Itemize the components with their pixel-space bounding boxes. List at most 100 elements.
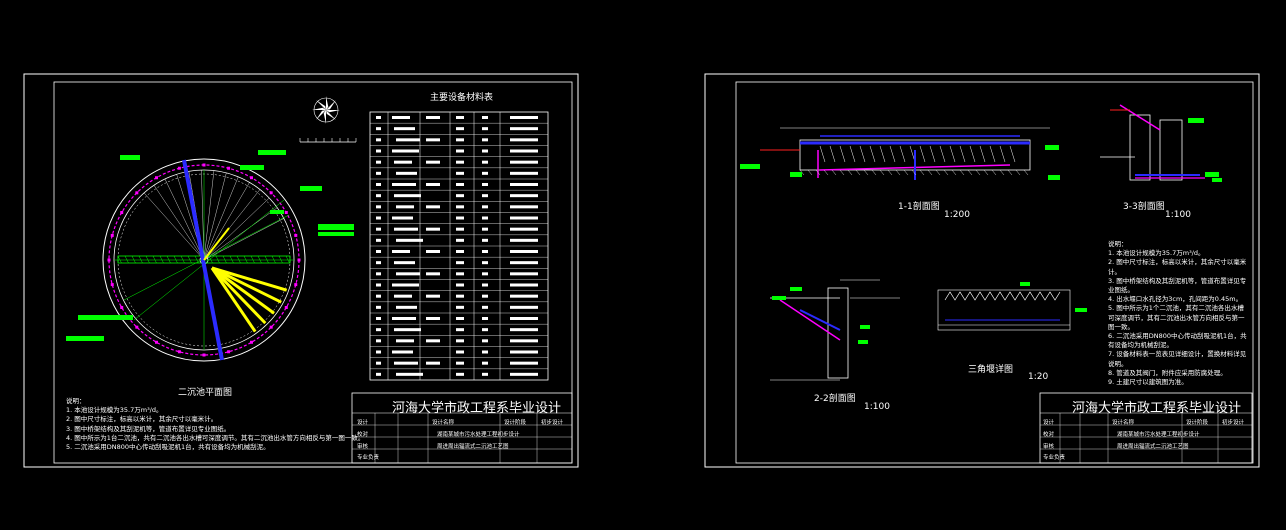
table-cell-text	[482, 171, 488, 175]
equipment-table-title: 主要设备材料表	[430, 93, 494, 103]
inlet-port	[177, 166, 181, 170]
dimension-tag	[860, 325, 870, 329]
table-cell-text	[510, 305, 538, 309]
radial-line	[203, 207, 278, 261]
table-cell-text	[426, 361, 440, 365]
table-cell-text	[482, 149, 488, 153]
dimension-tag	[78, 315, 133, 320]
note-item: 5. 二沉池采用DN800中心传动刮吸泥机1台，共有设备均为机械刮泥。	[66, 443, 270, 452]
plan-view-title: 二沉池平面图	[178, 388, 233, 398]
table-cell-text	[482, 294, 488, 298]
sheet2-notes: 说明： 1. 本池设计规模为35.7万m³/d。 2. 图中尺寸标注，标高以米计…	[1108, 240, 1248, 387]
table-cell-text	[394, 294, 412, 298]
table-cell-text	[456, 238, 464, 242]
truss-web	[257, 255, 262, 264]
table-cell-text	[376, 149, 381, 153]
inlet-port	[294, 233, 298, 237]
table-cell-text	[376, 227, 381, 231]
table-cell-text	[426, 272, 440, 276]
table-cell-text	[394, 261, 415, 265]
hatch	[951, 169, 957, 176]
note-item: 1. 本池设计规模为35.7万m³/d。	[66, 406, 163, 415]
hatch	[879, 169, 885, 176]
truss-web	[264, 255, 269, 264]
table-cell-text	[456, 305, 464, 309]
wind-rose-petal	[326, 110, 336, 120]
table-cell-text	[482, 261, 488, 265]
dimension-tag	[772, 296, 786, 300]
table-cell-text	[456, 328, 464, 332]
table-cell-text	[510, 171, 538, 175]
dimension-tag	[258, 150, 286, 155]
truss-web	[889, 145, 896, 163]
dimension-tag	[790, 172, 802, 177]
dimension-tag	[318, 232, 354, 236]
table-cell-text	[456, 127, 464, 131]
inlet-port	[155, 176, 158, 180]
truss-web	[929, 145, 936, 163]
section-3-3-wall	[1129, 114, 1151, 181]
hatch	[959, 169, 965, 176]
inlet-port	[269, 325, 273, 329]
table-cell-text	[482, 227, 488, 231]
table-cell-text	[456, 149, 464, 153]
scraper-arm	[210, 267, 257, 333]
table-cell-text	[396, 272, 420, 276]
table-cell-text	[394, 160, 412, 164]
inlet-port	[297, 258, 301, 262]
radial-line	[143, 192, 205, 261]
note-item: 4. 出水堰口水孔径为3cm，孔间距为0.45m。	[1108, 295, 1243, 304]
tb1-cell: 初步设计	[541, 420, 564, 426]
section-2-2-scale: 1:100	[864, 402, 890, 412]
table-cell-text	[510, 272, 538, 276]
truss-web	[899, 145, 906, 163]
dimension-tag	[1045, 145, 1059, 150]
truss-web	[839, 145, 846, 163]
table-cell-text	[510, 328, 538, 332]
table-cell-text	[376, 183, 381, 186]
truss-web	[138, 255, 143, 264]
table-cell-text	[376, 261, 381, 265]
hatch	[903, 169, 909, 176]
inlet-port	[120, 211, 124, 214]
truss-web	[849, 145, 856, 163]
dimension-tag	[270, 210, 284, 214]
table-cell-text	[510, 261, 538, 265]
section-3-3-title: 3-3剖面图	[1123, 202, 1165, 212]
dimension-tag	[1020, 282, 1030, 286]
inlet-port	[269, 191, 273, 195]
wind-rose-petal	[316, 110, 326, 120]
truss-web	[969, 145, 976, 163]
truss-web	[939, 145, 946, 163]
inlet-port	[202, 353, 206, 357]
radial-line	[203, 176, 239, 261]
table-cell-text	[376, 317, 381, 320]
truss-web	[989, 145, 996, 163]
table-cell-text	[426, 138, 440, 142]
table-cell-text	[510, 183, 538, 186]
table-cell-text	[392, 317, 416, 320]
scraper-arm	[203, 227, 230, 261]
table-cell-text	[510, 350, 538, 354]
dimension-tag	[1212, 178, 1222, 182]
dimension-tag	[740, 164, 760, 169]
truss-web	[869, 145, 876, 163]
table-cell-text	[456, 250, 464, 253]
radial-line	[203, 182, 250, 261]
section-2-2-title: 2-2剖面图	[814, 394, 856, 404]
hatch	[1015, 169, 1021, 176]
table-cell-text	[426, 227, 440, 231]
inlet-port	[294, 283, 298, 287]
tb1-row: 审核	[357, 444, 369, 450]
table-cell-text	[482, 328, 488, 332]
table-cell-text	[426, 317, 440, 320]
dimension-tag	[858, 340, 868, 344]
inlet-port	[120, 306, 124, 309]
tb1-project: 湖南某城市污水处理工程初步设计	[437, 432, 520, 438]
table-cell-text	[482, 183, 488, 186]
scraper-arm	[210, 266, 267, 325]
dimension-tag	[1205, 172, 1219, 177]
table-cell-text	[396, 339, 414, 343]
tb2-row: 校对	[1043, 432, 1055, 438]
table-cell-text	[456, 261, 464, 265]
